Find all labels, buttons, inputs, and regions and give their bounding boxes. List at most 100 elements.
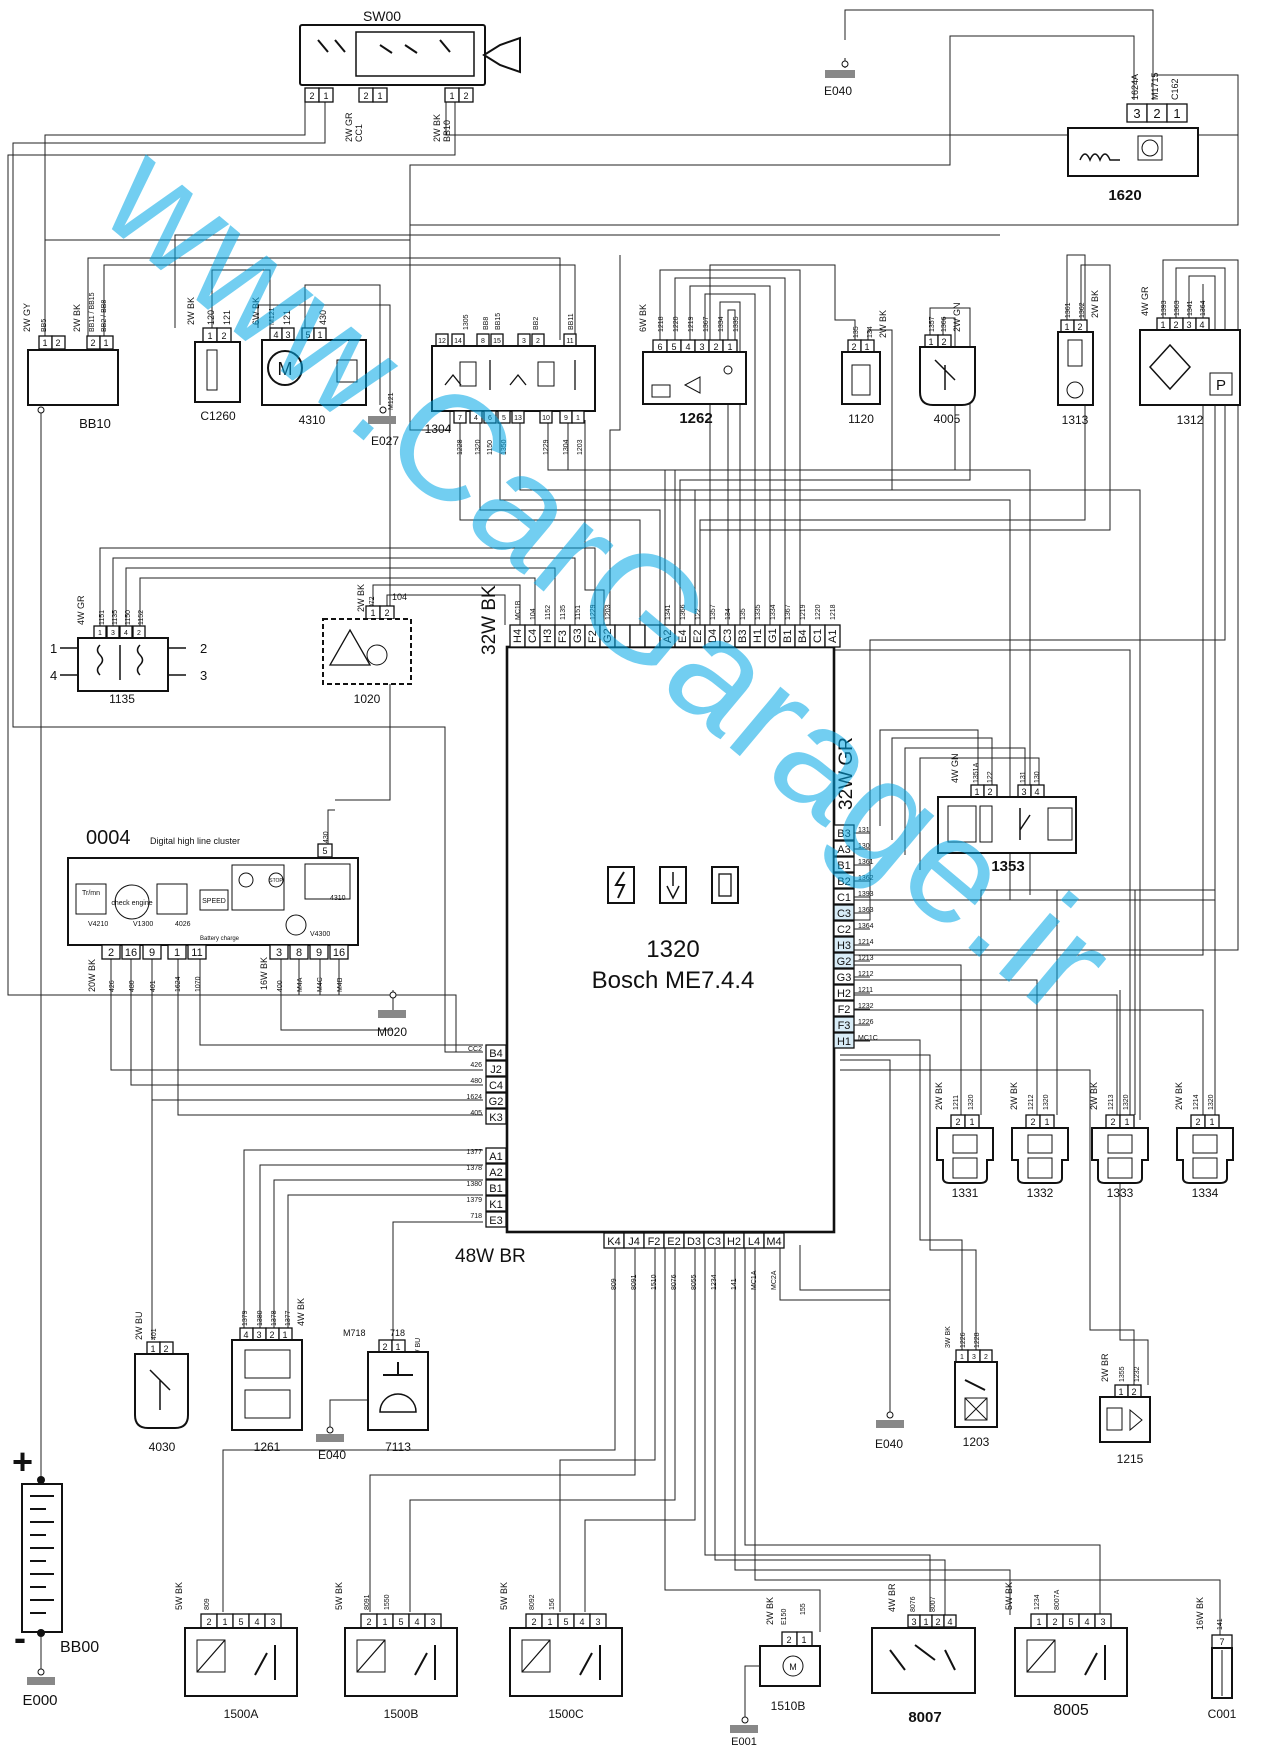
wire-label: 480: [129, 980, 136, 992]
ground-e040-top: E040: [824, 58, 855, 98]
svg-text:BB10: BB10: [442, 120, 452, 142]
wire-label: 1320: [1043, 1094, 1050, 1110]
chip-icon: [711, 866, 739, 904]
component-label: 1332: [1027, 1186, 1054, 1200]
svg-text:E027: E027: [371, 434, 399, 448]
svg-text:6W BK: 6W BK: [638, 304, 648, 332]
svg-text:1226: 1226: [960, 1332, 967, 1348]
ecu-wire-label: 8076: [671, 1274, 678, 1290]
component-label: 1334: [1192, 1186, 1219, 1200]
svg-text:4005: 4005: [934, 412, 961, 426]
sensor-icon: [1141, 139, 1159, 157]
svg-text:2W BU: 2W BU: [134, 1311, 144, 1340]
ecu-pin-label: M4: [766, 1236, 781, 1248]
svg-text:1151: 1151: [99, 610, 106, 625]
ecu-wire-label: 1234: [711, 1274, 718, 1290]
ecu-pin-label: J4: [628, 1236, 640, 1248]
oil-icon: [238, 872, 254, 888]
wire-label: 426: [109, 980, 116, 992]
ecu-pin-label: G3: [837, 972, 852, 984]
svg-text:CC1: CC1: [354, 124, 364, 142]
alternator-icon: [366, 644, 388, 666]
fuel-gauge-icon: [285, 914, 307, 936]
svg-text:1135: 1135: [112, 610, 119, 625]
svg-text:1363: 1363: [1174, 300, 1181, 316]
svg-text:155: 155: [800, 1603, 807, 1615]
ecu-wire-label: 1220: [815, 604, 822, 620]
ecu-pin-label: L4: [748, 1236, 760, 1248]
ecu-pin-label: J2: [490, 1064, 502, 1076]
cluster-pins: 24261648094011162411107034008M4A9M4C16M4…: [101, 944, 349, 992]
ecu-pin-label: H2: [727, 1236, 741, 1248]
svg-text:718: 718: [390, 1328, 405, 1338]
component-label: 1500B: [384, 1707, 419, 1721]
svg-text:2: 2: [55, 338, 60, 348]
svg-text:2: 2: [851, 342, 856, 352]
svg-text:5: 5: [305, 330, 310, 340]
svg-text:130: 130: [1034, 771, 1041, 783]
svg-text:1203: 1203: [963, 1435, 990, 1449]
svg-text:2: 2: [309, 91, 314, 101]
temp-gauge-icon: [156, 883, 188, 915]
pin-label: 1: [382, 1617, 387, 1627]
ecu-wire-label: 8055: [691, 1274, 698, 1290]
svg-text:1341: 1341: [1187, 300, 1194, 316]
connector-label: 2W BK: [1174, 1082, 1184, 1110]
svg-text:7113: 7113: [385, 1440, 411, 1454]
component-4310: 6W BK M121 121 430 4 3 5 1 M 4310: [251, 297, 367, 427]
component-label: 1333: [1107, 1186, 1134, 1200]
svg-text:2W BK: 2W BK: [878, 310, 888, 338]
ecu-pin-label: C3: [722, 629, 734, 643]
svg-text:1312: 1312: [1177, 413, 1204, 427]
wire-label: 1320: [1123, 1094, 1130, 1110]
svg-text:E040: E040: [824, 84, 852, 98]
svg-text:1: 1: [370, 608, 375, 618]
svg-text:10: 10: [542, 415, 550, 422]
pin-label: 4: [414, 1617, 419, 1627]
temperature-sensor-icon: [934, 359, 956, 390]
pin-label: 2: [955, 1117, 960, 1127]
stop-icon: STOP: [269, 878, 283, 884]
svg-text:2: 2: [1153, 106, 1160, 121]
svg-text:BB00: BB00: [60, 1639, 99, 1656]
pin-label: 3: [270, 1617, 275, 1627]
svg-text:1: 1: [1118, 1387, 1123, 1397]
component-8007: 4W BR 8076 8007 3 1 2 4 8007: [871, 1583, 976, 1726]
ecu-pin-label: B1: [837, 860, 850, 872]
svg-text:1: 1: [50, 641, 57, 656]
wire-label: 401: [150, 980, 157, 992]
ecu-wire-label: MC2A: [771, 1270, 778, 1290]
ecu-wire-label: 1363: [858, 907, 874, 914]
svg-text:2: 2: [1077, 322, 1082, 332]
connector-label: 2W BK: [1089, 1082, 1099, 1110]
svg-text:BB11 / BB15: BB11 / BB15: [89, 292, 96, 332]
pin-label: 8: [296, 947, 302, 959]
svg-text:2W BK: 2W BK: [432, 114, 442, 142]
pin-label: 2: [1110, 1117, 1115, 1127]
svg-text:1: 1: [207, 331, 212, 341]
svg-text:1220: 1220: [673, 316, 680, 332]
pin-label: 16: [333, 947, 345, 959]
ecu-pin-label: K1: [489, 1199, 502, 1211]
injector-icon: [1027, 1157, 1053, 1179]
wire-label: 1212: [1028, 1094, 1035, 1110]
svg-text:5: 5: [502, 415, 506, 422]
svg-text:M718: M718: [343, 1328, 366, 1338]
pin-label: 3: [430, 1617, 435, 1627]
